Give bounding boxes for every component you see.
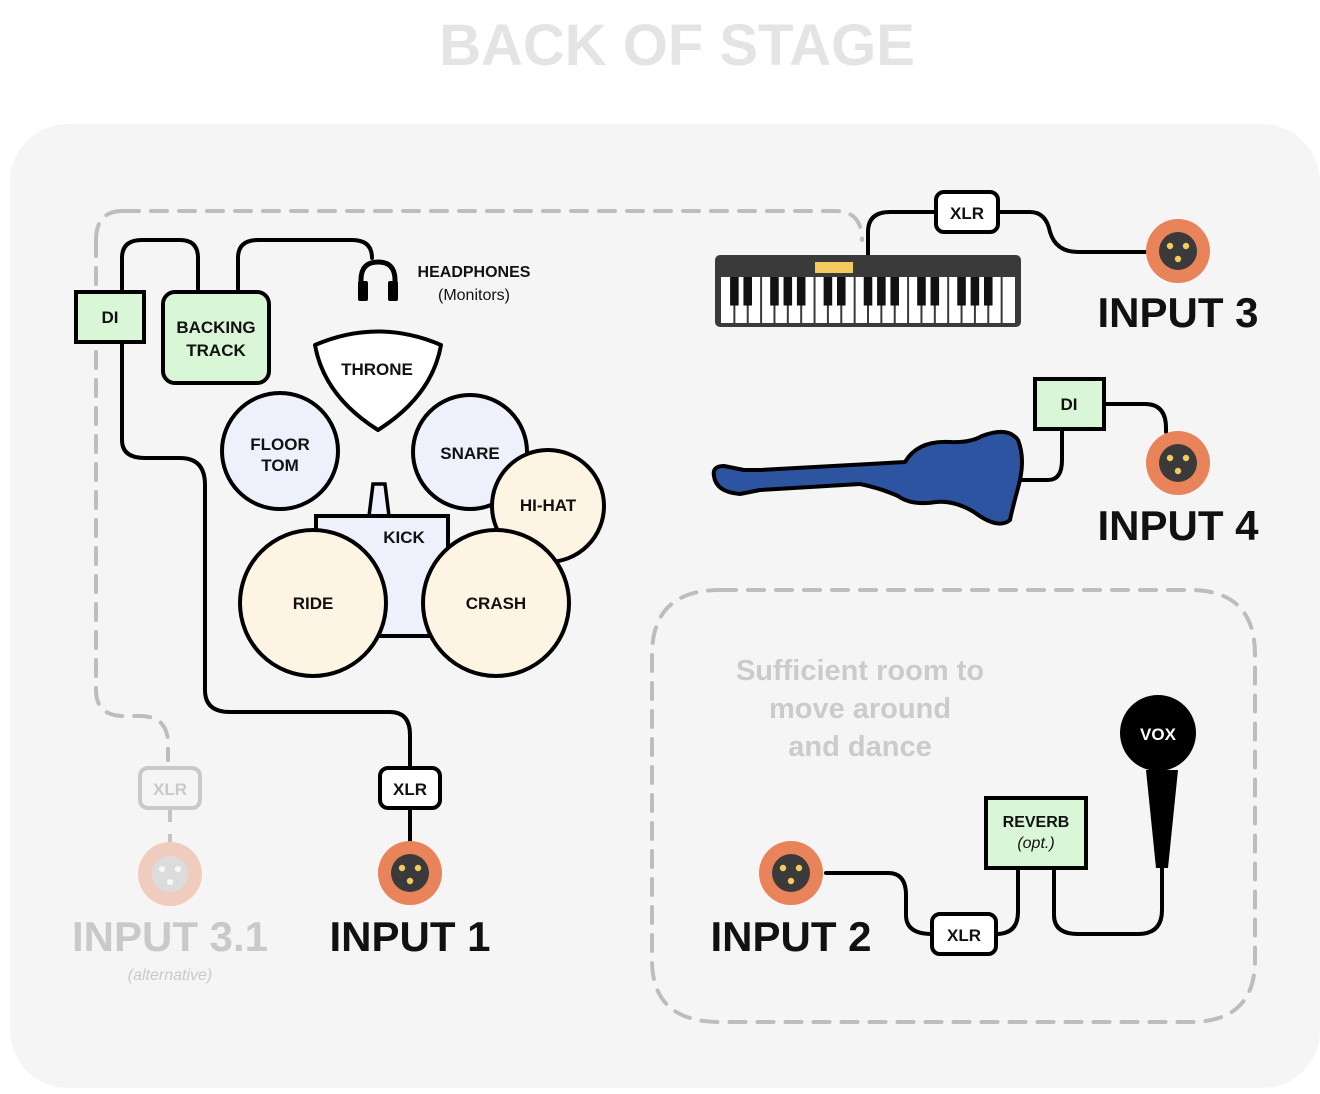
svg-text:XLR: XLR [950,204,984,223]
keyboard-black-key [877,277,886,306]
svg-text:SNARE: SNARE [440,444,500,463]
cable-di-to-input4 [1102,402,1168,434]
keyboard-black-key [836,277,846,306]
jack-input4 [1146,431,1210,495]
keyboard-black-key [770,277,779,306]
keyboard-black-key [863,277,873,306]
jack-input3 [1146,219,1210,283]
cable-xlr-to-reverb [994,866,1020,936]
reverb-box: REVERB (opt.) [984,796,1088,870]
dance-area-note: Sufficient room to move around and dance [736,655,984,763]
input1-label: INPUT 1 [329,913,490,960]
input2-label: INPUT 2 [710,913,871,960]
xlr-connector-input1: XLR [378,766,442,810]
keyboard-black-key [930,277,940,306]
cymbal-crash: CRASH [421,528,571,678]
headphones-icon [358,259,398,301]
svg-text:XLR: XLR [153,780,187,799]
keyboard-black-key [957,277,966,306]
svg-text:XLR: XLR [947,926,981,945]
input31-label: INPUT 3.1 [72,913,268,960]
cable-backing-to-headphones [236,238,374,294]
page-title: BACK OF STAGE [439,13,915,78]
input4-label: INPUT 4 [1097,502,1259,549]
keyboard-black-key [823,277,833,306]
cable-input2-to-xlr [824,871,934,936]
cable-di-to-input1 [120,340,412,770]
svg-text:TOM: TOM [261,456,298,475]
svg-text:XLR: XLR [393,780,427,799]
bass-guitar-instrument [711,429,1024,526]
drum-zone-outline [94,209,864,762]
svg-text:RIDE: RIDE [293,594,334,613]
xlr-connector-alt: XLR [138,766,202,810]
cable-reverb-to-mic [1052,866,1164,936]
backing-track-box: BACKING TRACK [161,290,271,385]
svg-text:DI: DI [1061,395,1078,414]
di-box-drums: DI [74,290,146,344]
xlr-connector-input3: XLR [934,190,1000,234]
keyboard-black-key [743,277,753,306]
cymbal-ride: RIDE [238,528,388,678]
keyboard-black-key [970,277,980,306]
di-box-bass: DI [1033,377,1106,431]
keyboard-black-key [796,277,806,306]
headphones-sublabel: (Monitors) [438,287,510,304]
svg-text:Sufficient room to: Sufficient room to [736,655,984,687]
drum-floor-tom: FLOOR TOM [220,391,340,511]
svg-text:HI-HAT: HI-HAT [520,496,577,515]
keyboard-instrument [715,255,1021,327]
keyboard-black-key [730,277,739,306]
jack-input1 [378,841,442,905]
svg-text:DI: DI [102,308,119,327]
cable-guitar-to-di [1018,428,1064,482]
input3-label: INPUT 3 [1097,289,1258,336]
microphone-icon: VOX [1120,695,1196,868]
xlr-connector-input2: XLR [930,912,998,956]
svg-text:TRACK: TRACK [186,341,246,360]
svg-text:THRONE: THRONE [341,360,413,379]
keyboard-black-key [983,277,993,306]
drum-throne: THRONE [313,329,443,432]
input31-sublabel: (alternative) [128,967,212,984]
svg-text:FLOOR: FLOOR [250,435,310,454]
jack-input31 [138,842,202,906]
dance-zone-outline [650,588,1257,1024]
svg-text:REVERB: REVERB [1003,814,1070,831]
svg-text:KICK: KICK [383,528,425,547]
keyboard-black-key [890,277,900,306]
cable-di-to-backing [120,238,200,294]
svg-text:VOX: VOX [1140,725,1177,744]
svg-text:CRASH: CRASH [466,594,526,613]
svg-text:and dance: and dance [788,731,931,763]
keyboard-black-key [917,277,926,306]
svg-text:(opt.): (opt.) [1017,835,1054,852]
svg-text:BACKING: BACKING [176,318,255,337]
cable-keyboard-to-input3 [866,210,1150,257]
jack-input2 [759,841,823,905]
keyboard-black-key [783,277,793,306]
svg-text:move around: move around [769,693,951,725]
headphones-label: HEADPHONES [418,264,531,281]
